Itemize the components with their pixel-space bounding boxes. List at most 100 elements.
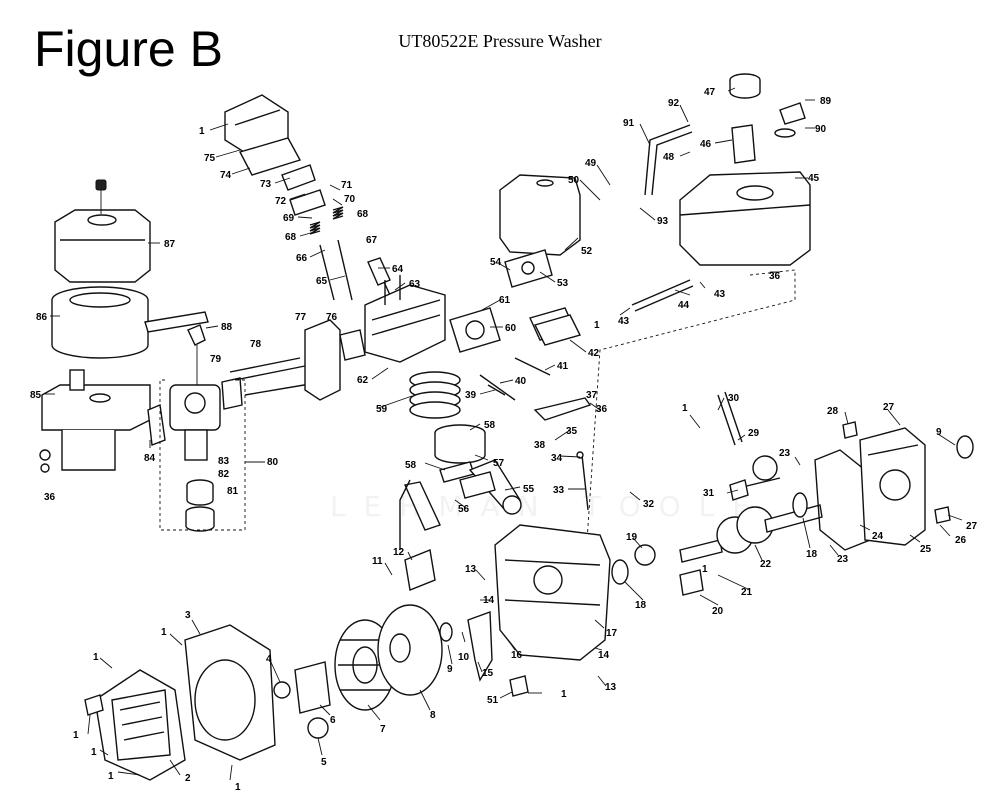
callout-80: 80 bbox=[267, 457, 279, 468]
float-bowl bbox=[185, 479, 215, 532]
callout-14-b: 14 bbox=[598, 650, 610, 661]
callout-23: 23 bbox=[779, 448, 791, 459]
spark-plug bbox=[367, 257, 391, 296]
callout-58-b: 58 bbox=[405, 460, 417, 471]
fuel-valve bbox=[774, 102, 806, 138]
callout-3: 3 bbox=[185, 610, 191, 621]
callout-70: 70 bbox=[344, 194, 356, 205]
callout-39: 39 bbox=[465, 390, 477, 401]
callout-76: 76 bbox=[326, 312, 338, 323]
callout-42: 42 bbox=[588, 348, 600, 359]
callout-69: 69 bbox=[283, 213, 295, 224]
callout-91: 91 bbox=[623, 118, 635, 129]
callout-82: 82 bbox=[218, 469, 230, 480]
callout-17: 17 bbox=[606, 628, 618, 639]
callout-72: 72 bbox=[275, 196, 287, 207]
fuel-line-long bbox=[644, 124, 693, 196]
callout-86: 86 bbox=[36, 312, 48, 323]
document-title: UT80522E Pressure Washer bbox=[398, 31, 602, 51]
rocker-cover-gasket bbox=[238, 137, 302, 176]
callout-41: 41 bbox=[557, 361, 569, 372]
starter-cup bbox=[294, 661, 331, 714]
callout-36: 36 bbox=[44, 492, 56, 503]
callout-26: 26 bbox=[955, 535, 967, 546]
callout-16: 16 bbox=[511, 650, 523, 661]
callout-46: 46 bbox=[700, 139, 712, 150]
callout-56: 56 bbox=[458, 504, 470, 515]
oil-filler-cap bbox=[842, 421, 858, 439]
callout-9-b: 9 bbox=[447, 664, 453, 675]
callout-89: 89 bbox=[820, 96, 832, 107]
callout-31: 31 bbox=[703, 488, 715, 499]
callout-8: 8 bbox=[430, 710, 436, 721]
callout-35: 35 bbox=[566, 426, 578, 437]
callout-29: 29 bbox=[748, 428, 760, 439]
callout-88: 88 bbox=[221, 322, 233, 333]
governor-lever bbox=[533, 397, 592, 421]
fuel-line-short bbox=[631, 279, 694, 312]
callout-78: 78 bbox=[250, 339, 262, 350]
callout-24: 24 bbox=[872, 531, 884, 542]
head-gasket bbox=[449, 307, 501, 353]
callout-10: 10 bbox=[458, 652, 470, 663]
leader-lines bbox=[45, 87, 963, 781]
carburetor-insulator bbox=[221, 377, 243, 410]
callout-1-j: 1 bbox=[108, 771, 114, 782]
callout-81: 81 bbox=[227, 486, 239, 497]
governor-assembly bbox=[679, 569, 704, 596]
callout-64: 64 bbox=[392, 264, 404, 275]
fuel-cap bbox=[729, 73, 761, 99]
callout-51: 51 bbox=[487, 695, 499, 706]
callout-numbers: 1 75 74 73 72 71 70 69 68 68 67 66 65 64… bbox=[30, 87, 978, 793]
callout-1: 1 bbox=[199, 126, 205, 137]
callout-55: 55 bbox=[523, 484, 535, 495]
governor-arm bbox=[576, 451, 589, 511]
callout-18-b: 18 bbox=[635, 600, 647, 611]
callout-68b: 68 bbox=[285, 232, 297, 243]
callout-11: 11 bbox=[372, 556, 383, 567]
callout-1-f: 1 bbox=[161, 627, 167, 638]
air-filter-element bbox=[51, 286, 149, 359]
intake-tube bbox=[144, 311, 209, 333]
flywheel-housing bbox=[377, 604, 443, 696]
callout-40: 40 bbox=[515, 376, 527, 387]
callout-66: 66 bbox=[296, 253, 308, 264]
carburetor bbox=[169, 324, 221, 461]
drain-plug bbox=[934, 506, 951, 524]
figure-label: Figure B bbox=[34, 21, 223, 77]
callout-33: 33 bbox=[553, 485, 565, 496]
governor-rod bbox=[479, 374, 516, 401]
callout-53: 53 bbox=[557, 278, 569, 289]
crankshaft bbox=[679, 504, 823, 563]
callout-18: 18 bbox=[806, 549, 818, 560]
crankcase-breather bbox=[459, 471, 496, 499]
governor-spring bbox=[514, 357, 551, 376]
callout-19: 19 bbox=[626, 532, 638, 543]
callout-13-b: 13 bbox=[605, 682, 617, 693]
callout-4: 4 bbox=[266, 654, 272, 665]
callout-28: 28 bbox=[827, 406, 839, 417]
callout-62: 62 bbox=[357, 375, 369, 386]
callout-5: 5 bbox=[321, 757, 327, 768]
callout-60: 60 bbox=[505, 323, 517, 334]
intake-manifold bbox=[304, 319, 341, 401]
callout-67: 67 bbox=[366, 235, 378, 246]
main-bearing bbox=[792, 492, 808, 518]
flywheel-nut bbox=[439, 622, 453, 642]
callout-77: 77 bbox=[295, 312, 307, 323]
callout-32: 32 bbox=[643, 499, 655, 510]
fuel-tank-shroud bbox=[499, 174, 581, 256]
callout-52: 52 bbox=[581, 246, 593, 257]
callout-49: 49 bbox=[585, 158, 597, 169]
oil-sensor bbox=[467, 611, 493, 682]
callout-58: 58 bbox=[484, 420, 496, 431]
starter-pulley bbox=[273, 681, 291, 699]
callout-37: 37 bbox=[586, 390, 598, 401]
stop-switch bbox=[509, 675, 529, 697]
callout-1-d: 1 bbox=[702, 564, 708, 575]
recoil-starter bbox=[84, 669, 186, 781]
callout-59: 59 bbox=[376, 404, 388, 415]
callout-79: 79 bbox=[210, 354, 222, 365]
callout-75: 75 bbox=[204, 153, 216, 164]
fan-shroud bbox=[184, 624, 276, 761]
